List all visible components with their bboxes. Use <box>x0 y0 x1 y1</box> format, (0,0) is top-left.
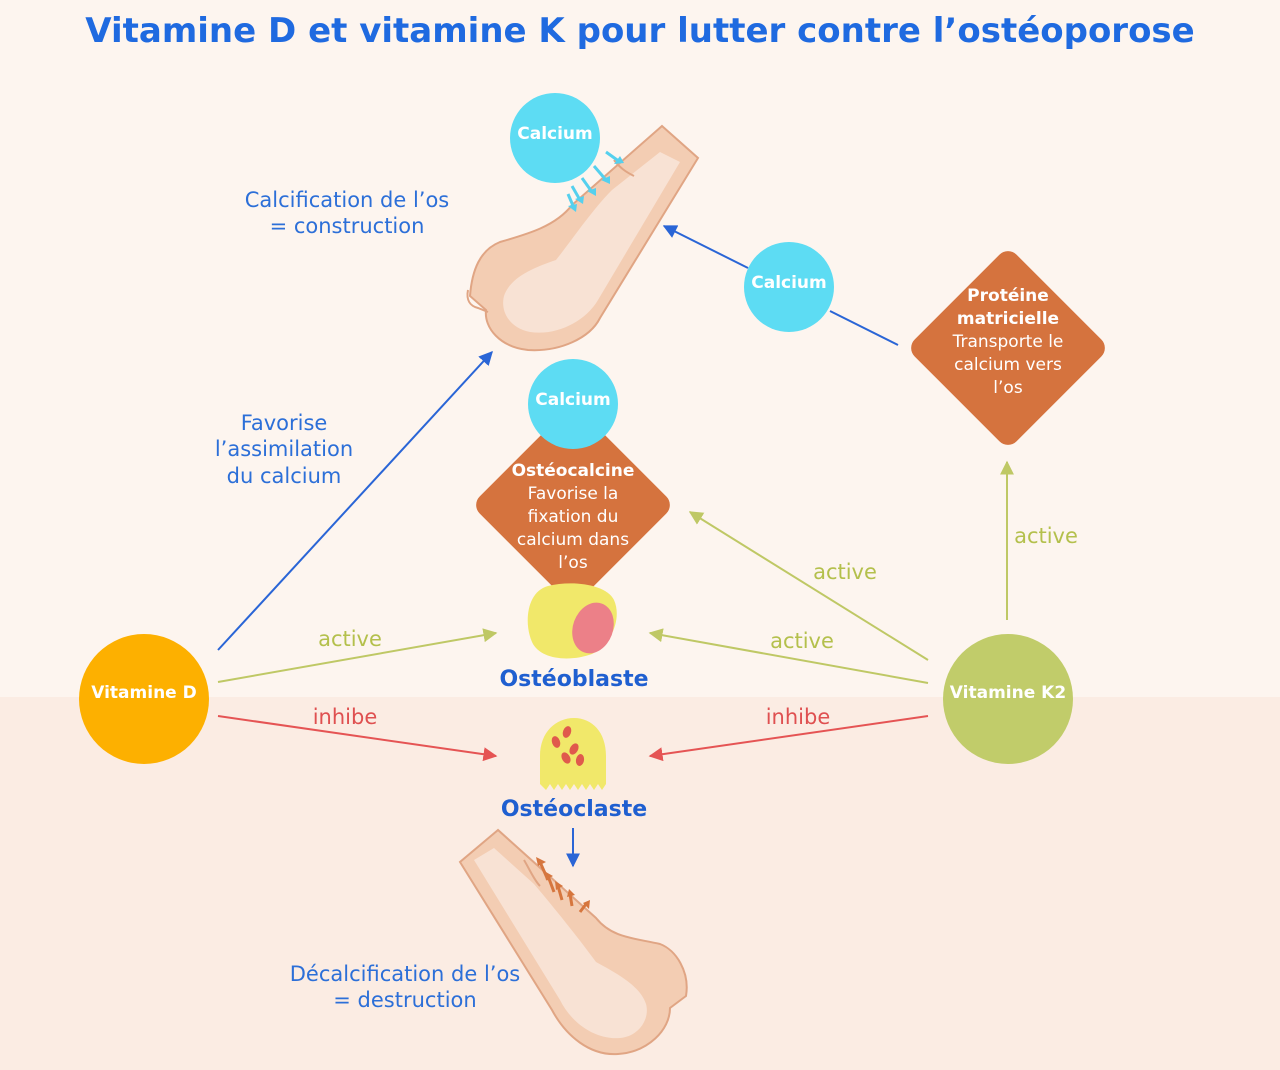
calcium-deposit-arrows <box>566 150 624 212</box>
arrow-vitamin-d-activates-osteoblast <box>217 628 498 683</box>
calcium-right-label: Calcium <box>751 273 827 293</box>
calcium-loss-arrows <box>536 857 590 913</box>
absorption-label-line-2: l’assimilation <box>214 437 354 462</box>
vitamin-d-label: Vitamine D <box>91 683 197 703</box>
osteocalcin-diamond <box>476 408 670 602</box>
osteoblast-label: Ostéoblaste <box>499 667 649 692</box>
k2-active-osteoblast-label: active <box>770 629 834 653</box>
calcification-label-line-2: = construction <box>269 214 425 239</box>
osteocalcin-desc-line-4: l’os <box>558 552 588 573</box>
bone-decalcification-illustration <box>458 828 688 1056</box>
arrow-k2-activates-osteocalcin <box>688 511 929 661</box>
matrix-protein-desc-line-2: calcium vers <box>954 354 1062 375</box>
calcification-label-line-1: Calcification de l’os <box>244 188 450 212</box>
matrix-protein-name-line-1: Protéine <box>967 286 1049 306</box>
calcium-absorption-label: Favorise l’assimilation du calcium <box>184 410 384 489</box>
osteoblast-cell-illustration <box>527 583 617 659</box>
calcium-top-label: Calcium <box>517 124 593 144</box>
osteocalcin-desc-line-3: calcium dans <box>516 529 630 550</box>
absorption-label-line-1: Favorise <box>240 411 328 435</box>
vitamin-d-active-label: active <box>318 627 382 651</box>
matrix-protein-name-line-2: matricielle <box>956 308 1060 329</box>
matrix-protein-text: Protéine matricielle Transporte le calci… <box>933 285 1083 400</box>
osteocalcin-desc-line-1: Favorise la <box>527 483 619 504</box>
arrow-calcium-to-bone <box>662 225 749 269</box>
calcium-middle-label: Calcium <box>535 390 611 410</box>
vitamin-d-circle <box>79 634 209 764</box>
arrow-protein-to-calcium <box>829 310 899 346</box>
k2-inhibit-label: inhibe <box>765 705 831 729</box>
bone-calcification-illustration <box>466 124 700 352</box>
decalcification-label: Décalcification de l’os = destruction <box>270 961 540 1014</box>
calcium-circle-right <box>744 242 834 332</box>
arrow-k2-inhibits-osteoclast <box>648 715 929 762</box>
calcium-circle-middle <box>528 359 618 449</box>
arrow-vitamin-d-inhibits-osteoclast <box>217 715 498 762</box>
calcium-circle-top <box>510 93 600 183</box>
osteocalcin-desc-line-2: fixation du <box>527 506 619 527</box>
vitamin-d-inhibit-label: inhibe <box>312 705 378 729</box>
decalcification-label-line-2: = destruction <box>333 988 477 1013</box>
matrix-protein-desc-line-3: l’os <box>993 377 1023 398</box>
osteoclast-cell-illustration <box>540 718 606 790</box>
decalcification-label-line-1: Décalcification de l’os <box>289 962 521 986</box>
osteocalcin-text: Ostéocalcine Favorise la fixation du cal… <box>503 460 643 575</box>
osteocalcin-name: Ostéocalcine <box>511 461 635 481</box>
arrow-vitamin-d-to-bone <box>217 350 493 651</box>
osteoclast-label: Ostéoclaste <box>500 797 648 822</box>
matrix-protein-diamond <box>911 251 1105 445</box>
calcification-label: Calcification de l’os = construction <box>227 187 467 240</box>
vitamin-k2-label: Vitamine K2 <box>949 683 1067 703</box>
k2-active-osteocalcin-label: active <box>813 560 877 584</box>
vitamin-k2-circle <box>943 634 1073 764</box>
absorption-label-line-3: du calcium <box>226 463 342 488</box>
diagram-title: Vitamine D et vitamine K pour lutter con… <box>85 11 1195 51</box>
matrix-protein-desc-line-1: Transporte le <box>952 331 1064 352</box>
arrow-k2-activates-osteoblast <box>648 628 929 684</box>
k2-active-protein-label: active <box>1014 524 1078 548</box>
